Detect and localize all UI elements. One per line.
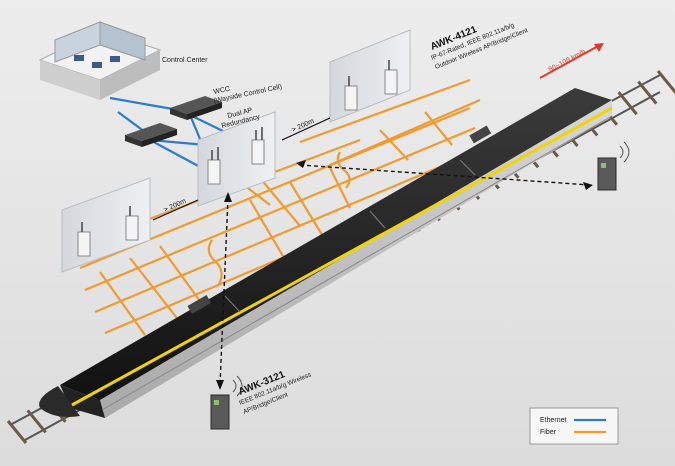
legend: Ethernet Fiber xyxy=(530,408,618,444)
legend-ethernet-label: Ethernet xyxy=(540,417,567,424)
legend-fiber-label: Fiber xyxy=(540,429,557,436)
control-center-label: Control Center xyxy=(162,57,208,64)
